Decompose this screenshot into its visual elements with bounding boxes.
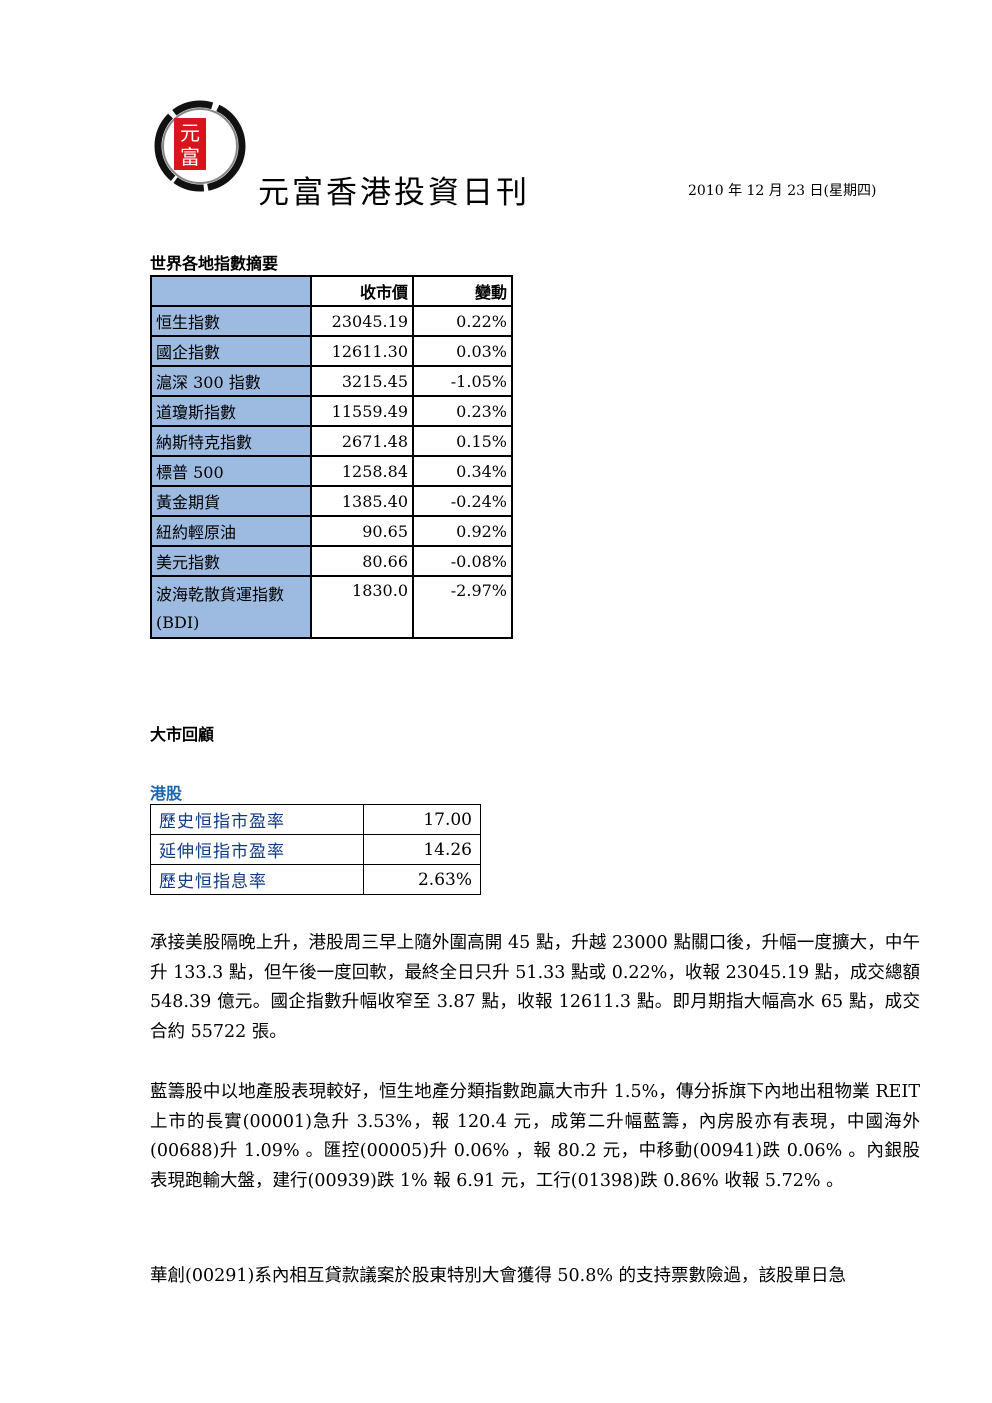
pe-label: 延伸恒指市盈率 (150, 834, 364, 865)
index-name: 標普 500 (150, 455, 312, 487)
table-row: 納斯特克指數 2671.48 0.15% (150, 425, 513, 457)
table-row: 美元指數 80.66 -0.08% (150, 545, 513, 577)
table-row: 波海乾散貨運指數 (BDI) 1830.0 -2.97% (150, 575, 513, 639)
index-name: 恒生指數 (150, 305, 312, 337)
index-name: 紐約輕原油 (150, 515, 312, 547)
index-change: 0.92% (412, 515, 513, 547)
report-title: 元富香港投資日刊 (258, 175, 530, 211)
svg-text:元: 元 (180, 121, 200, 145)
index-name: 納斯特克指數 (150, 425, 312, 457)
index-close: 3215.45 (310, 365, 414, 397)
index-change: 0.34% (412, 455, 513, 487)
table-row: 標普 500 1258.84 0.34% (150, 455, 513, 487)
report-date: 2010 年 12 月 23 日(星期四) (688, 183, 877, 199)
index-close: 11559.49 (310, 395, 414, 427)
index-close: 2671.48 (310, 425, 414, 457)
index-name: 黃金期貨 (150, 485, 312, 517)
header-close: 收市價 (310, 275, 414, 307)
index-name: 道瓊斯指數 (150, 395, 312, 427)
index-name: 波海乾散貨運指數 (BDI) (150, 575, 312, 639)
index-close: 1385.40 (310, 485, 414, 517)
hk-stocks-heading: 港股 (150, 784, 183, 803)
index-summary-table: 收市價 變動 恒生指數 23045.19 0.22% 國企指數 12611.30… (150, 275, 513, 639)
index-name: 美元指數 (150, 545, 312, 577)
table-row: 歷史恒指息率 2.63% (150, 864, 481, 895)
table-row: 恒生指數 23045.19 0.22% (150, 305, 513, 337)
market-paragraph-3: 華創(00291)系內相互貸款議案於股東特別大會獲得 50.8% 的支持票數險過… (150, 1266, 847, 1286)
header-change: 變動 (412, 275, 513, 307)
index-close: 1830.0 (310, 575, 414, 639)
index-change: 0.15% (412, 425, 513, 457)
index-change: -1.05% (412, 365, 513, 397)
table-row: 滬深 300 指數 3215.45 -1.05% (150, 365, 513, 397)
index-change: -0.08% (412, 545, 513, 577)
table-row: 國企指數 12611.30 0.03% (150, 335, 513, 367)
index-name: 滬深 300 指數 (150, 365, 312, 397)
market-review-heading: 大市回顧 (150, 725, 215, 744)
index-close: 90.65 (310, 515, 414, 547)
market-paragraph-2: 藍籌股中以地產股表現較好，恒生地產分類指數跑贏大市升 1.5%，傳分拆旗下內地出… (150, 1082, 920, 1191)
table-row: 紐約輕原油 90.65 0.92% (150, 515, 513, 547)
index-change: -2.97% (412, 575, 513, 639)
table-row: 黃金期貨 1385.40 -0.24% (150, 485, 513, 517)
index-name: 國企指數 (150, 335, 312, 367)
index-change: -0.24% (412, 485, 513, 517)
header-blank-cell (150, 275, 312, 307)
table-row: 歷史恒指市盈率 17.00 (150, 804, 481, 835)
market-paragraph-1: 承接美股隔晚上升，港股周三早上隨外圍高開 45 點，升越 23000 點關口後，… (150, 933, 920, 1042)
pe-label: 歷史恒指市盈率 (150, 804, 364, 835)
index-close: 12611.30 (310, 335, 414, 367)
index-close: 80.66 (310, 545, 414, 577)
pe-label: 歷史恒指息率 (150, 864, 364, 895)
pe-ratio-table: 歷史恒指市盈率 17.00 延伸恒指市盈率 14.26 歷史恒指息率 2.63% (150, 804, 481, 895)
svg-text:富: 富 (180, 145, 200, 169)
company-logo: 元 富 (154, 100, 246, 192)
index-summary-heading: 世界各地指數摘要 (150, 254, 279, 273)
table-header-row: 收市價 變動 (150, 275, 513, 307)
index-change: 0.03% (412, 335, 513, 367)
pe-value: 14.26 (363, 834, 481, 865)
table-row: 延伸恒指市盈率 14.26 (150, 834, 481, 865)
index-close: 1258.84 (310, 455, 414, 487)
pe-value: 2.63% (363, 864, 481, 895)
index-change: 0.22% (412, 305, 513, 337)
table-row: 道瓊斯指數 11559.49 0.23% (150, 395, 513, 427)
pe-value: 17.00 (363, 804, 481, 835)
index-close: 23045.19 (310, 305, 414, 337)
index-change: 0.23% (412, 395, 513, 427)
